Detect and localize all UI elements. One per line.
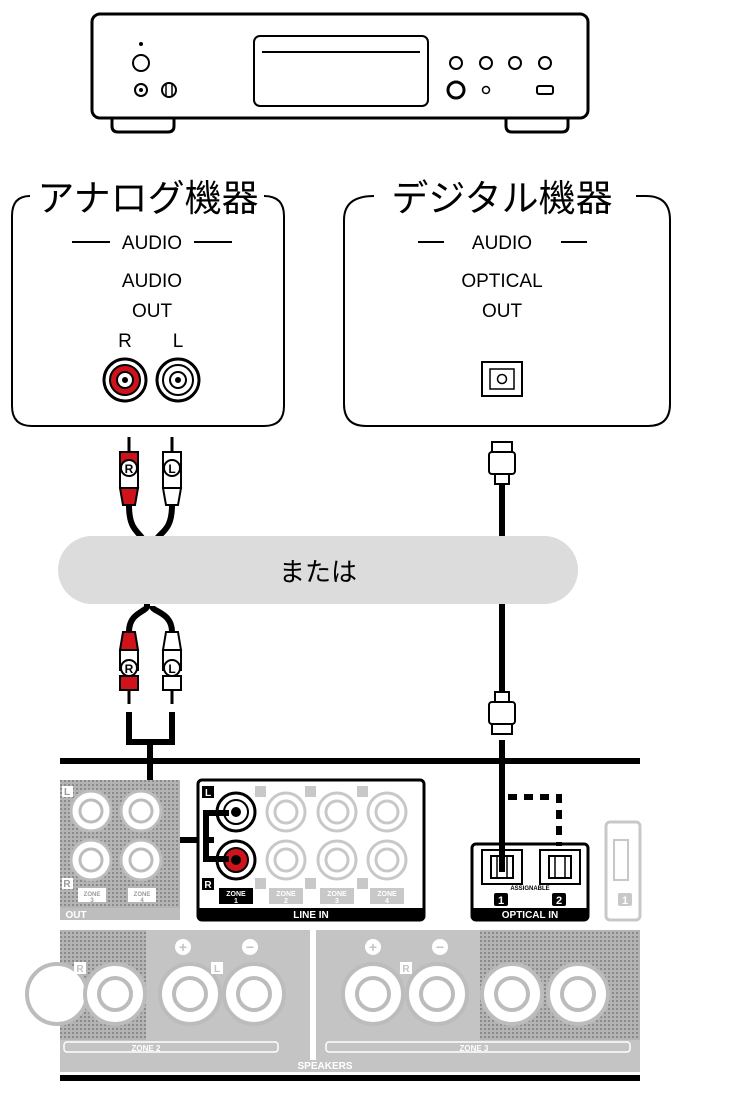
rca-jack-white <box>155 357 201 403</box>
optical-port-2-number: 2 <box>556 895 562 907</box>
analog-ch-left: L <box>173 331 184 352</box>
speaker-plus-2: + <box>369 939 377 955</box>
receiver-rear-panel: L R ZONE 3 ZONE 4 OUT LINE IN L R <box>25 758 642 1081</box>
optical-in-block: OPTICAL IN ASSIGNABLE 1 2 <box>470 794 590 922</box>
analog-cable-end <box>203 810 229 862</box>
preout-block: L R ZONE 3 ZONE 4 OUT <box>60 780 180 921</box>
preout-zone-word-1: ZONE <box>84 892 101 898</box>
optical-out-jack <box>481 361 523 397</box>
speaker-ch-left: L <box>214 964 220 975</box>
line-in-zone-word-2: ZONE <box>276 891 296 898</box>
digital-port-label-2: OUT <box>482 301 523 322</box>
optical-cable <box>488 441 516 850</box>
line-in-zone-4: 4 <box>385 898 389 905</box>
speakers-row: SPEAKERS ZONE 2 ZONE 3 + − L R <box>25 930 640 1072</box>
speaker-ch-right-1: R <box>76 964 84 975</box>
line-in-zone-word-3: ZONE <box>327 891 347 898</box>
plug-label-r-2: R <box>125 662 134 676</box>
preout-ch-left: L <box>64 787 70 798</box>
line-in-ch-right: R <box>204 880 212 891</box>
speaker-minus-1: − <box>246 939 254 955</box>
rca-plug-red-bottom: R <box>118 631 140 704</box>
optical-in-label: OPTICAL IN <box>502 910 558 921</box>
plug-label-l-2: L <box>168 662 175 676</box>
optical-port-1-number: 1 <box>498 895 504 907</box>
analog-section-label: AUDIO <box>122 233 182 254</box>
analog-port-label-2: OUT <box>132 301 173 322</box>
analog-device-box: アナログ機器 AUDIO AUDIO OUT R L <box>11 177 285 427</box>
line-in-zone4: ZONE 4 <box>357 786 408 905</box>
optical-alt-route <box>508 794 562 846</box>
line-in-zone1-jack-r[interactable] <box>215 839 257 881</box>
analog-title: アナログ機器 <box>37 177 258 220</box>
digital-section-label: AUDIO <box>472 233 532 254</box>
rca-plug-red-top: R <box>118 437 140 506</box>
speaker-ch-right-2: R <box>402 964 410 975</box>
optical-in-port-2[interactable] <box>539 849 581 885</box>
line-in-block: LINE IN L R ZONE 1 <box>196 778 426 922</box>
plug-label-r: R <box>125 462 134 476</box>
line-in-zone-word-4: ZONE <box>377 891 397 898</box>
right-module-number: 1 <box>622 895 628 907</box>
or-banner: または <box>58 536 578 604</box>
digital-device-box: デジタル機器 AUDIO OPTICAL OUT <box>343 177 671 427</box>
line-in-zone-2: 2 <box>284 898 288 905</box>
disc-tray <box>253 35 429 107</box>
line-in-zone-1: 1 <box>234 898 238 905</box>
or-banner-text: または <box>279 558 357 588</box>
line-in-zone2: ZONE 2 <box>255 786 307 905</box>
line-in-zone-word-1: ZONE <box>226 891 246 898</box>
speakers-zone-a: ZONE 2 <box>132 1044 161 1053</box>
digital-port-label-1: OPTICAL <box>461 271 542 292</box>
rca-plug-white-bottom: L <box>161 631 183 704</box>
preout-ch-right: R <box>63 879 71 890</box>
speakers-label: SPEAKERS <box>297 1061 352 1072</box>
speaker-minus-2: − <box>436 939 444 955</box>
line-in-label: LINE IN <box>293 910 329 921</box>
cd-player <box>90 12 590 134</box>
preout-zone-word-2: ZONE <box>134 892 151 898</box>
plug-label-l: L <box>168 462 175 476</box>
right-module: 1 <box>604 820 642 922</box>
preout-zone-3: 3 <box>90 898 94 904</box>
optical-in-sublabel: ASSIGNABLE <box>510 886 549 892</box>
digital-title: デジタル機器 <box>391 177 612 220</box>
rca-jack-red <box>102 357 148 403</box>
analog-port-label-1: AUDIO <box>122 271 182 292</box>
preout-label: OUT <box>65 910 86 921</box>
rca-plug-white-top: L <box>161 437 183 506</box>
speakers-zone-b: ZONE 3 <box>460 1044 489 1053</box>
line-in-zone-3: 3 <box>335 898 339 905</box>
analog-ch-right: R <box>118 331 132 352</box>
preout-zone-4: 4 <box>140 898 144 904</box>
line-in-ch-left: L <box>205 788 211 799</box>
speaker-plus-1: + <box>179 939 187 955</box>
line-in-zone3: ZONE 3 <box>305 786 358 905</box>
